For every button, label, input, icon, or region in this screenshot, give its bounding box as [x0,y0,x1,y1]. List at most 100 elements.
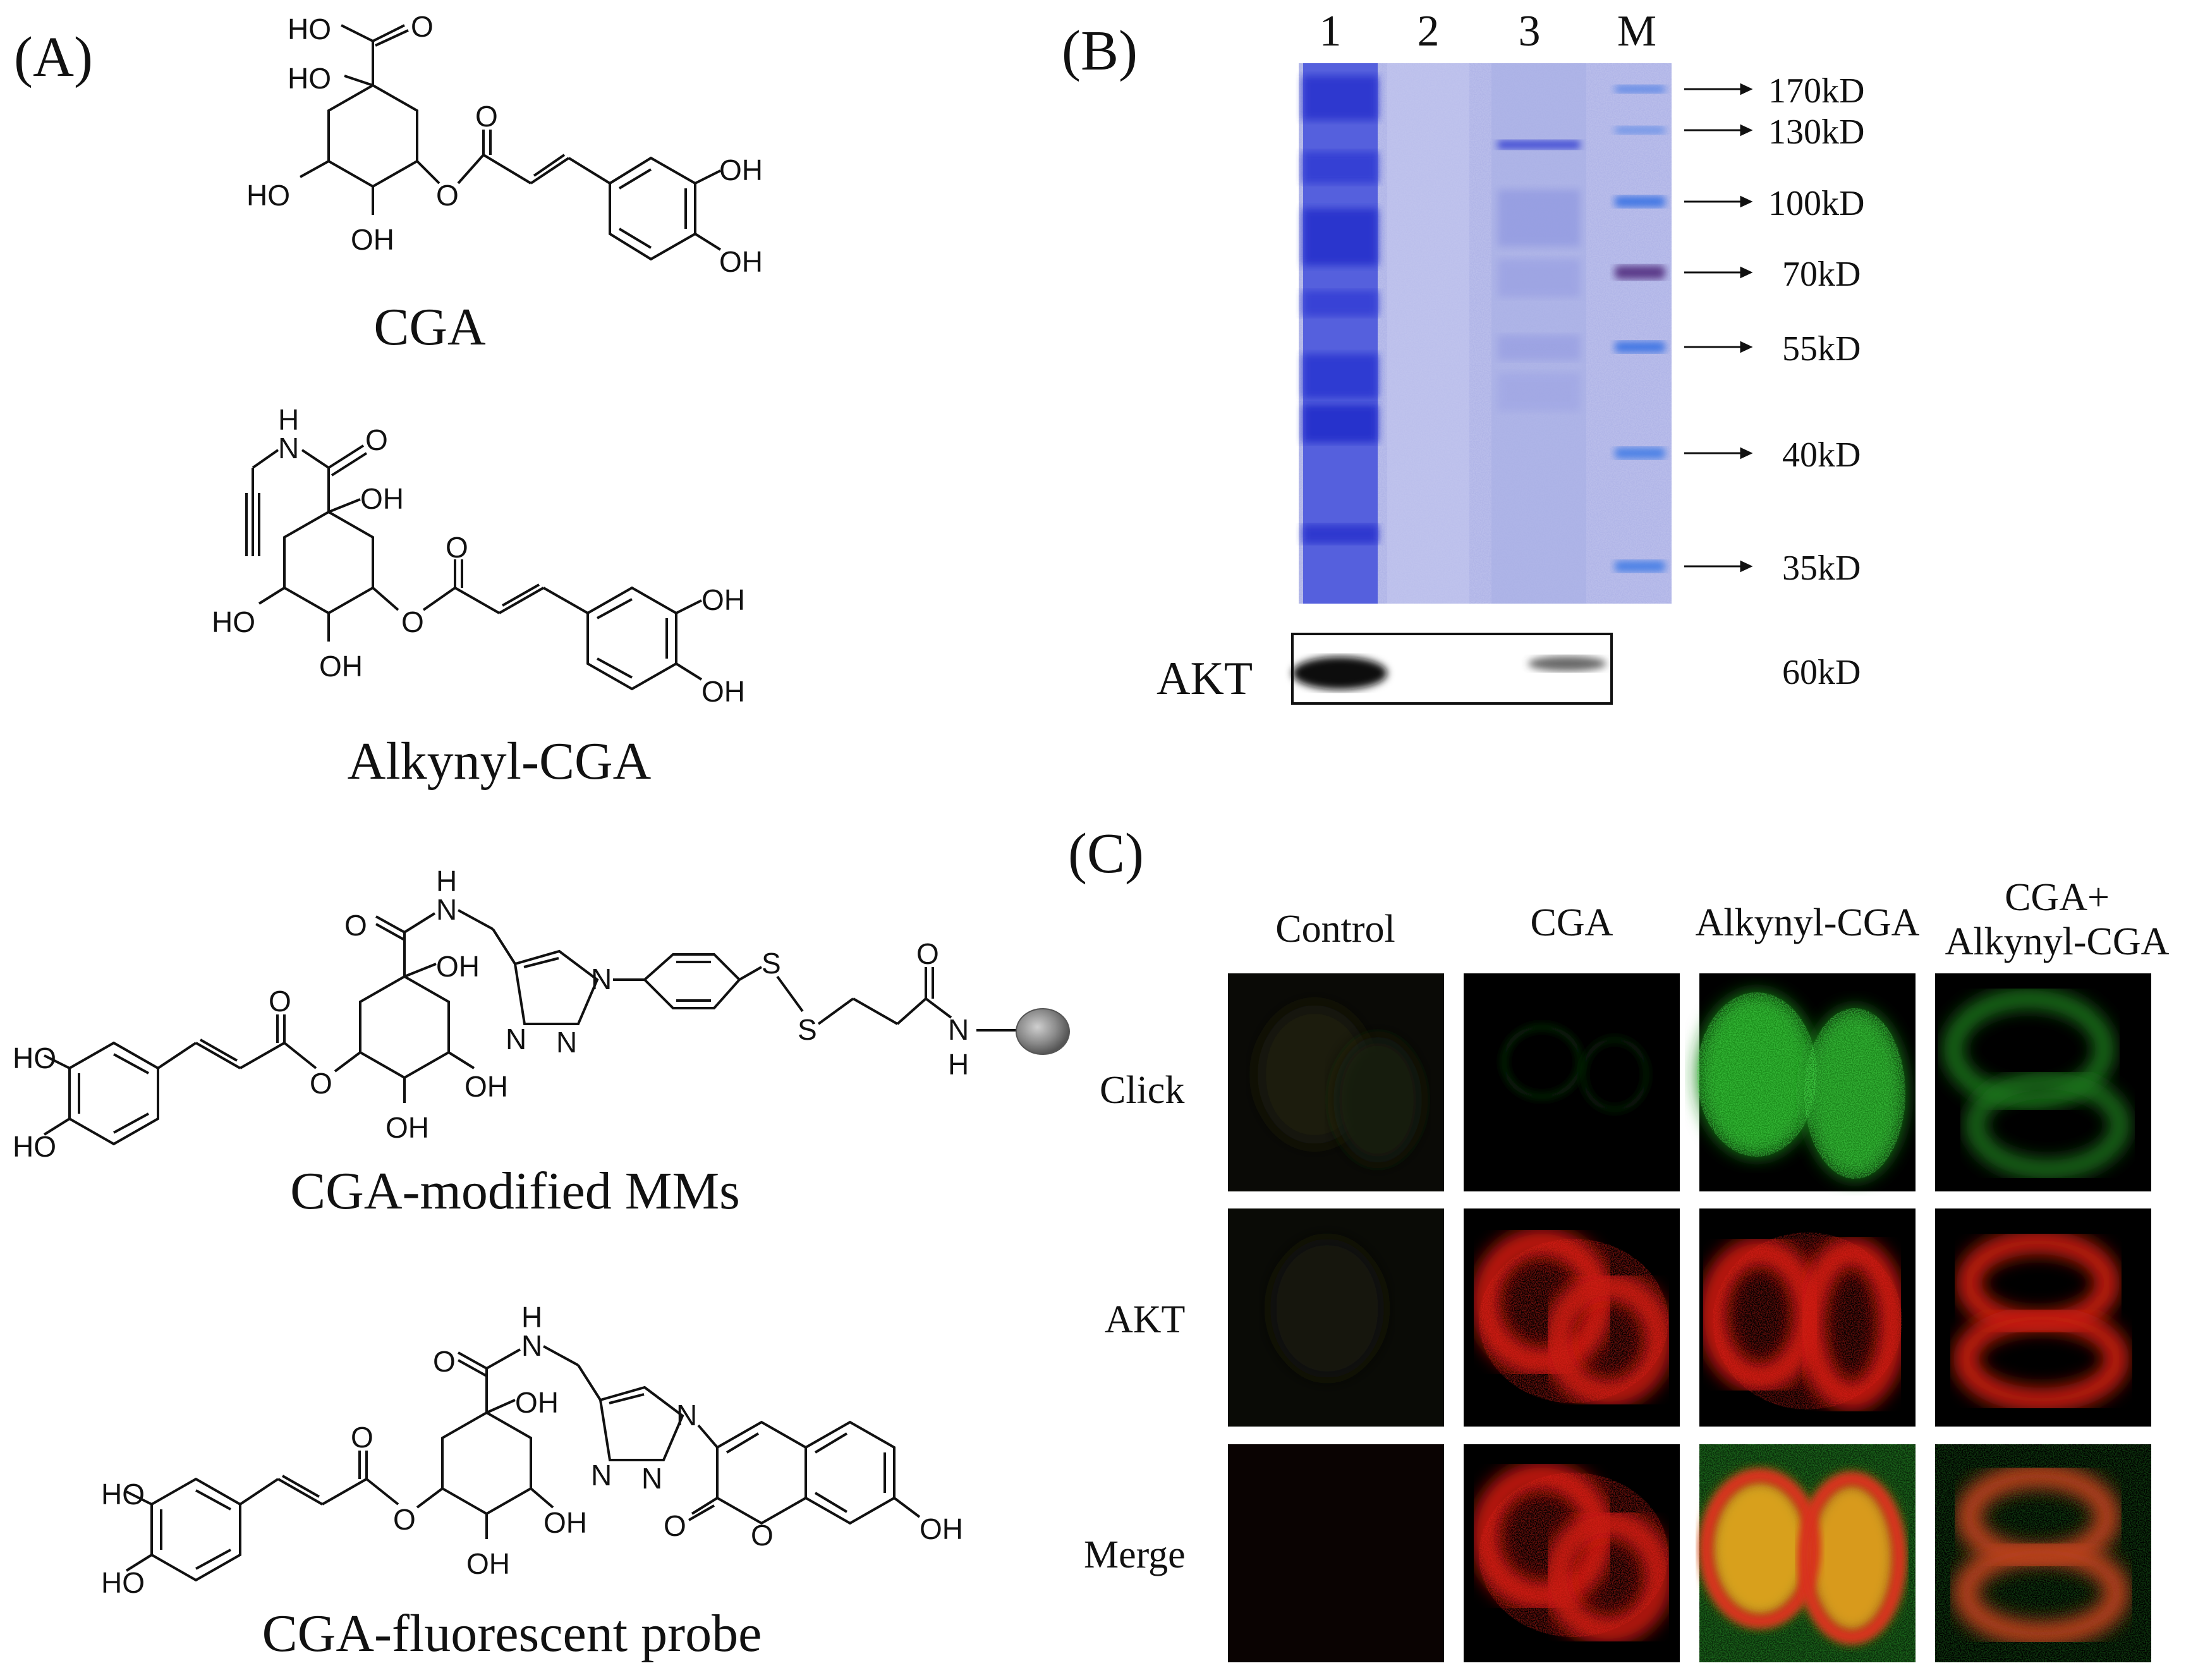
panel-a: (A) HO O HO HO OH O O [13,10,1070,1663]
lane-label-m: M [1617,7,1656,56]
atom-label: N [591,1459,612,1492]
alkynyl-cga-structure: H N O OH HO OH O O [212,403,745,708]
atom-label: S [798,1013,817,1046]
panel-a-label: (A) [14,26,93,88]
column-label-alkynyl-cga: Alkynyl-CGA [1696,901,1920,944]
micrograph-control-click [1228,973,1444,1191]
atom-label: O [411,10,434,43]
atom-label: HO [212,606,255,638]
sds-page-gel [1299,63,1672,604]
atom-label: N [556,1026,577,1059]
micrograph-combo-click [1935,973,2151,1191]
cga-structure: HO O HO HO OH O O OH OH [246,10,763,278]
gel-lane-1 [1303,63,1378,604]
micrograph-control-merge [1228,1444,1444,1662]
cga-fluorescent-probe-structure: H N O OH OH OH O O [101,1301,963,1599]
atom-label: H [278,403,299,436]
micrograph-cga-akt [1464,1208,1680,1427]
column-label-cga-plus: CGA+ [2005,876,2110,919]
atom-label: O [436,179,459,212]
cga-modified-mms-structure: H N O OH OH OH O O [13,865,1070,1163]
atom-label: N [948,1013,969,1046]
atom-label: HO [288,62,331,95]
blot-size-label: 60kD [1782,653,1861,692]
atom-label: O [393,1503,416,1536]
atom-label: OH [464,1070,508,1103]
row-label-merge: Merge [1084,1533,1186,1576]
atom-label: HO [101,1566,145,1599]
structure-name-cga-modified-mms: CGA-modified MMs [290,1162,740,1220]
micrograph-alkynyl-cga-akt [1698,1208,1916,1427]
gel-marker-lane [1615,85,1665,572]
atom-label: O [310,1067,332,1100]
row-label-akt: AKT [1105,1298,1185,1341]
atom-label: N [436,893,457,926]
atom-label: O [401,606,424,638]
marker-annotations [1684,83,1753,573]
panel-c-label: (C) [1068,822,1144,885]
atom-label: H [436,865,457,898]
atom-label: OH [360,482,404,515]
atom-label: N [676,1399,697,1432]
gel-lane-2 [1387,63,1469,604]
micrograph-combo-merge [1935,1444,2151,1662]
marker-label: 55kD [1782,329,1861,368]
atom-label: OH [466,1547,510,1580]
micrograph-combo-akt [1935,1208,2151,1427]
atom-label: O [475,100,498,133]
panel-b: (B) 1 2 3 M [1062,7,1864,705]
atom-label: HO [13,1130,56,1163]
atom-label: N [506,1023,526,1056]
western-blot-strip [1291,633,1613,705]
atom-label: O [344,909,367,942]
atom-label: O [446,531,468,564]
row-label-click: Click [1100,1069,1184,1112]
atom-label: N [591,963,612,995]
blot-label: AKT [1157,653,1253,705]
panel-b-label: (B) [1062,20,1138,82]
atom-label: HO [101,1478,145,1511]
magnetic-bead-icon [1016,1008,1070,1055]
atom-label: N [278,432,299,465]
atom-label: OH [701,675,745,708]
atom-label: OH [701,583,745,616]
atom-label: S [762,947,781,980]
atom-label: HO [13,1042,56,1074]
panel-c: (C) Control CGA Alkynyl-CGA CGA+ Alkynyl… [1068,822,2170,1662]
micrograph-cga-merge [1464,1444,1680,1662]
atom-label: H [521,1301,542,1334]
micrograph-alkynyl-cga-click [1697,973,1916,1191]
atom-label: OH [719,245,763,278]
atom-label: N [521,1329,542,1362]
atom-label: O [365,423,388,456]
structure-name-cga: CGA [373,298,486,356]
atom-label: OH [920,1513,963,1545]
atom-label: OH [543,1506,587,1539]
column-label-control: Control [1275,908,1395,951]
marker-label: 100kD [1768,184,1864,223]
atom-label: O [433,1345,456,1378]
atom-label: HO [288,13,331,46]
marker-label: 40kD [1782,435,1861,475]
atom-label: O [664,1509,686,1542]
lane-label-2: 2 [1418,7,1440,56]
atom-label: N [641,1462,662,1495]
lane-label-1: 1 [1320,7,1342,56]
atom-label: O [751,1519,774,1552]
marker-label: 130kD [1768,113,1864,152]
atom-label: O [269,985,291,1018]
micrograph-alkynyl-cga-merge [1699,1444,1916,1662]
atom-label: OH [319,650,363,683]
marker-label: 170kD [1768,71,1864,111]
marker-label: 70kD [1782,255,1861,294]
micrograph-control-akt [1228,1208,1444,1427]
atom-label: OH [351,223,394,256]
column-label-alkynyl-cga-2: Alkynyl-CGA [1945,920,2170,963]
gel-lane-3 [1491,63,1586,604]
structure-name-alkynyl-cga: Alkynyl-CGA [348,732,652,791]
marker-label: 35kD [1782,549,1861,588]
micrograph-cga-click [1464,973,1680,1191]
atom-label: HO [246,179,290,212]
atom-label: H [948,1048,969,1081]
